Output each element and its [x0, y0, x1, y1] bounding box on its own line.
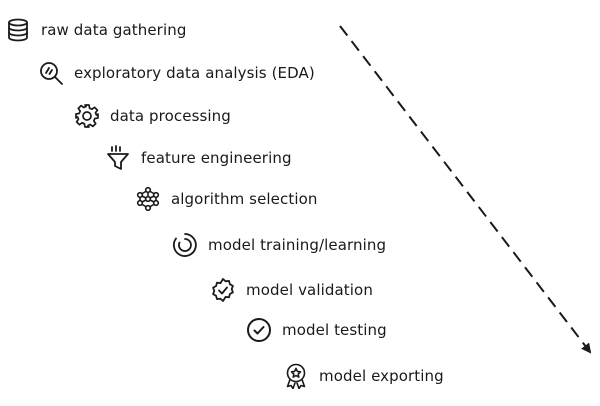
step-label: raw data gathering — [41, 21, 187, 39]
step-label: algorithm selection — [171, 190, 318, 208]
verified-badge-icon — [210, 277, 236, 303]
progress-circle-icon — [172, 232, 198, 258]
step-raw-data-gathering: raw data gathering — [5, 15, 186, 45]
network-icon — [135, 186, 161, 212]
step-label: model training/learning — [208, 236, 387, 254]
step-exploratory-data-analysis: exploratory data analysis (EDA) — [38, 58, 315, 88]
step-label: exploratory data analysis (EDA) — [74, 64, 315, 82]
step-feature-engineering: feature engineering — [105, 143, 292, 173]
step-model-testing: model testing — [246, 315, 387, 345]
step-label: model exporting — [319, 367, 444, 385]
step-algorithm-selection: algorithm selection — [135, 184, 317, 214]
step-data-processing: data processing — [74, 101, 231, 131]
dashed-arrow-line — [339, 25, 592, 354]
award-ribbon-icon — [283, 363, 309, 389]
step-label: feature engineering — [141, 149, 292, 167]
magnifier-icon — [38, 60, 64, 86]
step-model-training-learning: model training/learning — [172, 230, 386, 260]
step-label: model validation — [246, 281, 373, 299]
funnel-icon — [105, 145, 131, 171]
database-icon — [5, 17, 31, 43]
step-label: model testing — [282, 321, 387, 339]
step-model-exporting: model exporting — [283, 361, 444, 391]
step-model-validation: model validation — [210, 275, 373, 305]
check-circle-icon — [246, 317, 272, 343]
step-label: data processing — [110, 107, 231, 125]
gear-icon — [74, 103, 100, 129]
